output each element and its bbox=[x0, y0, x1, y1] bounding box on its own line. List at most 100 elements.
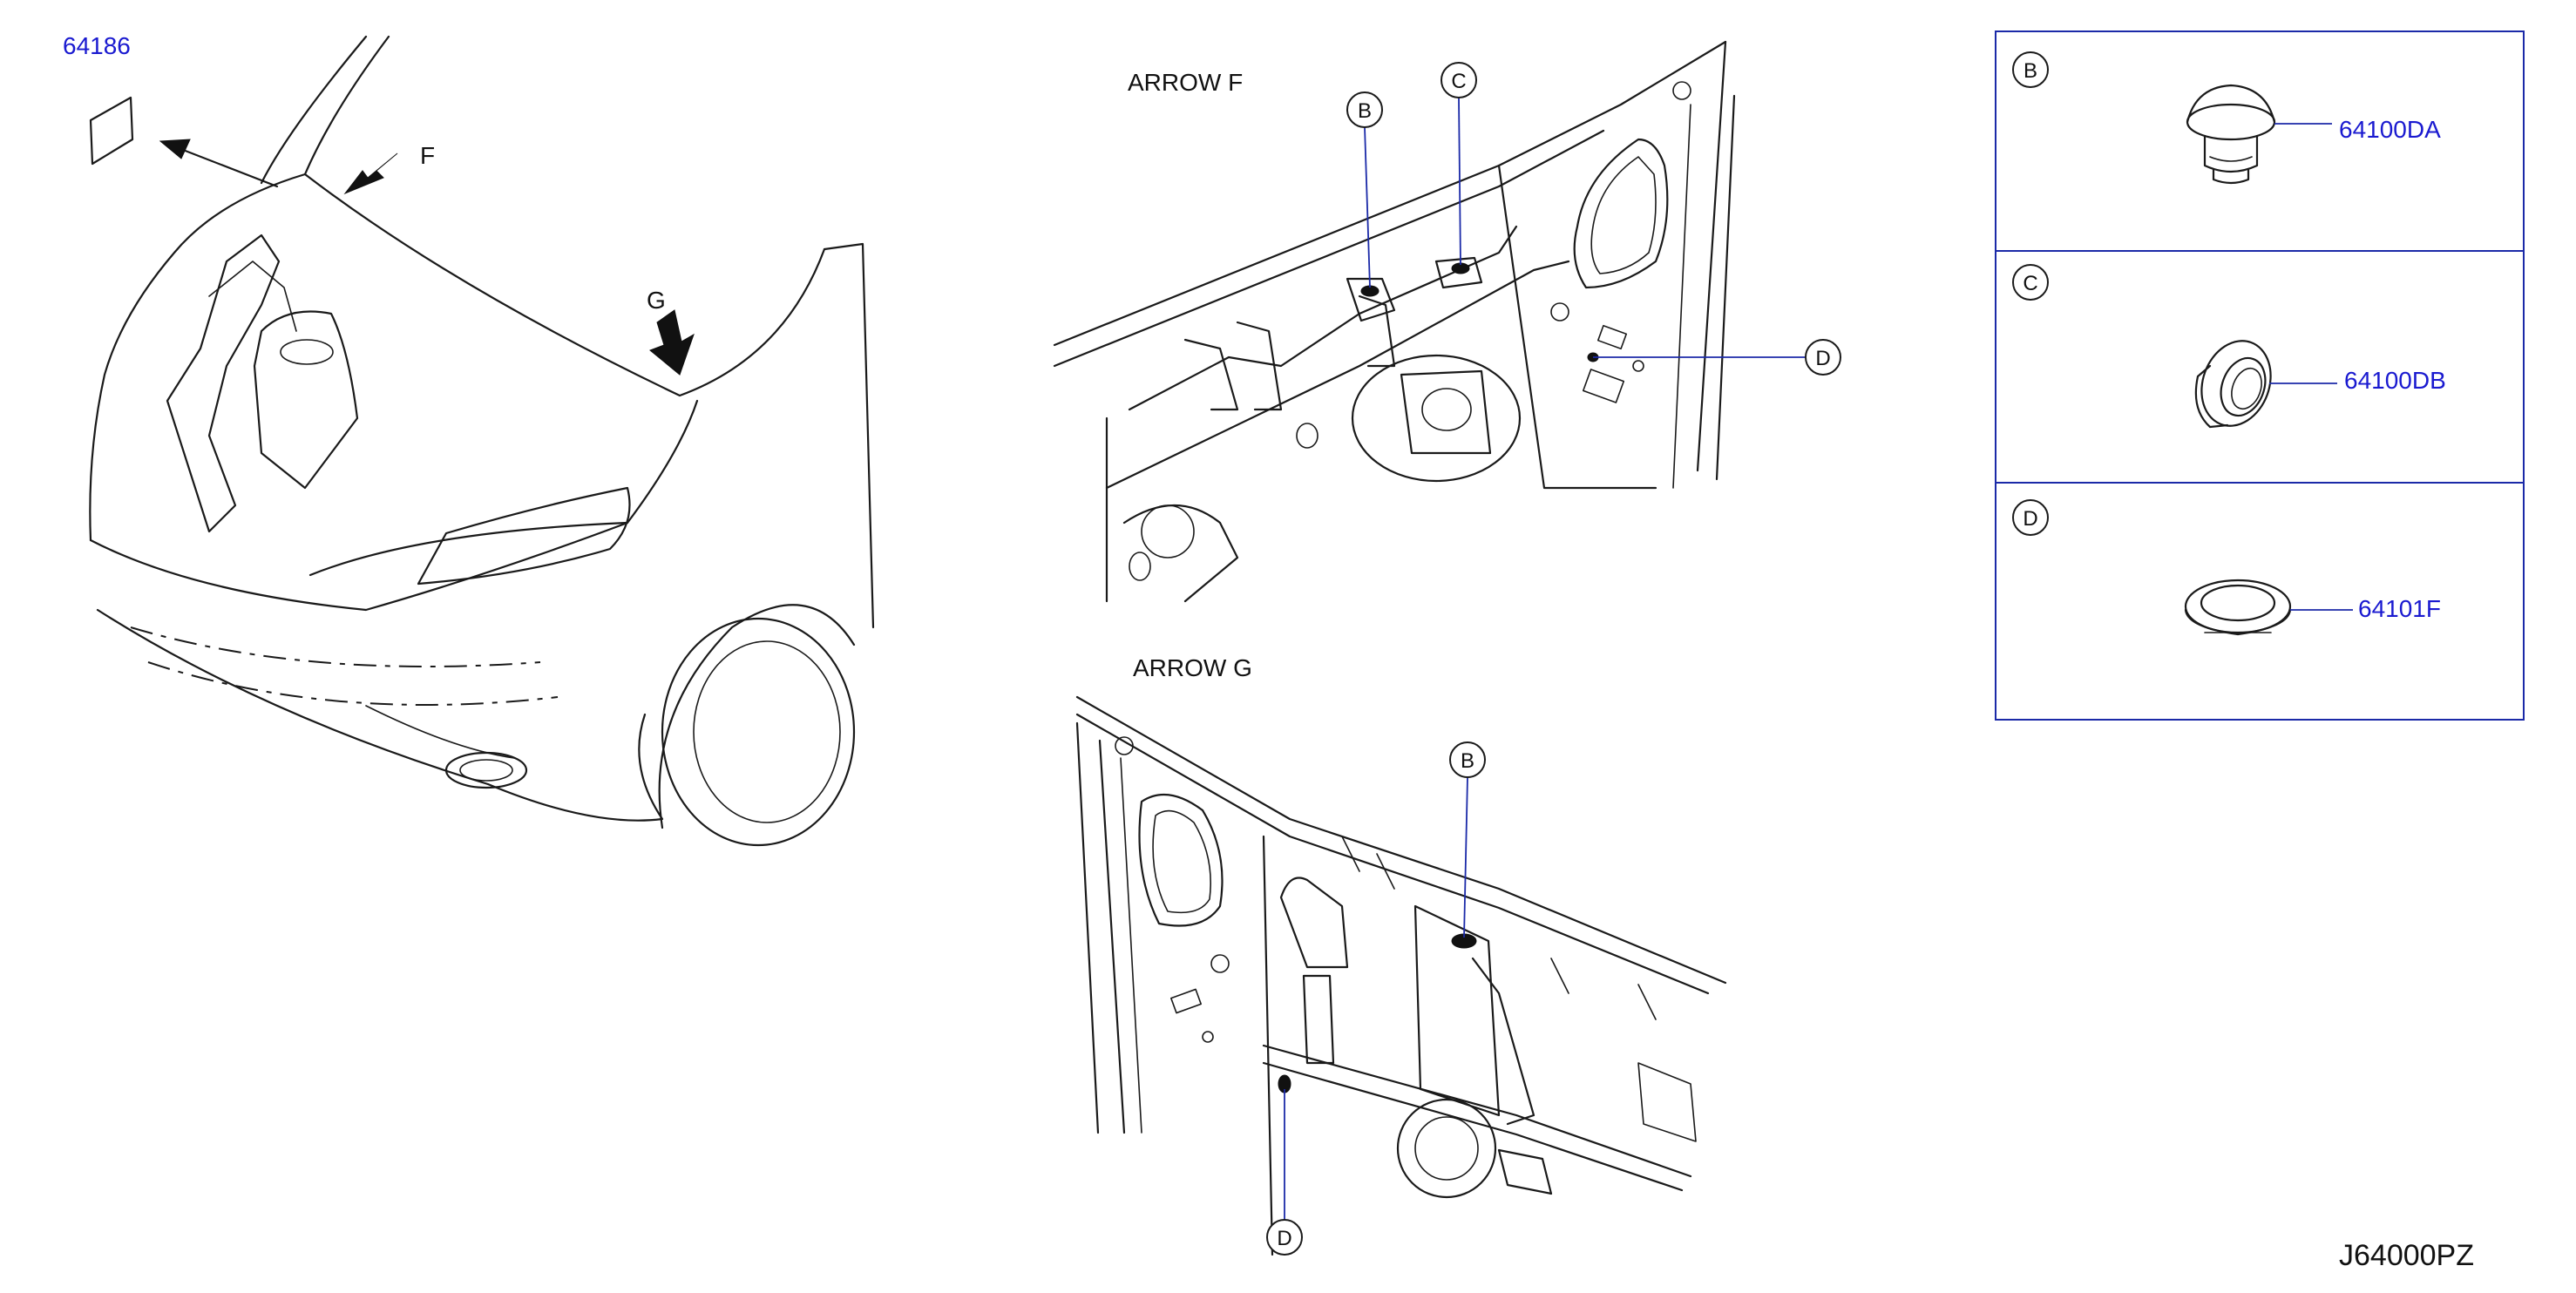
lower-bracket-g bbox=[1497, 1148, 1553, 1195]
view-g-letter: G bbox=[647, 287, 666, 314]
brace-2 bbox=[1236, 321, 1283, 411]
small-hole-f-1 bbox=[1129, 552, 1151, 581]
hood-outline bbox=[303, 35, 826, 397]
vehicle-front-view: 64186 F G bbox=[63, 32, 875, 847]
part-number-64186[interactable]: 64186 bbox=[63, 32, 131, 59]
bumper-lower bbox=[96, 608, 664, 822]
front-wheel bbox=[661, 617, 856, 847]
callout-d-g-label: D bbox=[1277, 1227, 1291, 1250]
label-sticker bbox=[89, 96, 134, 166]
cowl-vertical-g bbox=[1262, 835, 1274, 1256]
cowl-top-edge-g bbox=[1075, 695, 1727, 985]
small-hole-f-4 bbox=[1632, 360, 1644, 372]
hood-latch-bracket bbox=[166, 234, 281, 533]
arrow-g-title: ARROW G bbox=[1133, 654, 1252, 681]
strut-hole-f bbox=[1421, 388, 1472, 431]
callout-d-f[interactable] bbox=[1805, 339, 1841, 376]
diagram-code: J64000PZ bbox=[2339, 1239, 2474, 1272]
headlamp-outline bbox=[417, 486, 631, 586]
fog-lamp-inner bbox=[459, 759, 513, 782]
pillar-outer-g bbox=[1075, 721, 1100, 1134]
side-opening-g-2 bbox=[1152, 809, 1211, 914]
callout-b-g-label: B bbox=[1461, 749, 1474, 773]
strut-hole-g bbox=[1414, 1116, 1479, 1181]
legend-callout-d bbox=[2012, 499, 2049, 536]
legend-callout-b-label: B bbox=[2024, 59, 2037, 83]
callout-d-f-label: D bbox=[1815, 347, 1830, 370]
legend-callout-b bbox=[2012, 51, 2049, 88]
legend-callout-c-label: C bbox=[2023, 272, 2037, 295]
reservoir-cap bbox=[280, 339, 334, 365]
legend-row-b: B 64100DA bbox=[2012, 51, 2441, 185]
brace-1 bbox=[1183, 338, 1239, 411]
legend-part-64100DB[interactable]: 64100DB bbox=[2344, 367, 2446, 394]
hood-front bbox=[89, 173, 307, 542]
small-hole-g-2 bbox=[1202, 1031, 1214, 1043]
pillar-edge-2 bbox=[1715, 94, 1736, 481]
small-hole-g-1 bbox=[1210, 954, 1230, 973]
cowl-top-edge bbox=[1053, 40, 1727, 347]
side-pillar-outer bbox=[1497, 164, 1657, 490]
callout-d-g[interactable] bbox=[1266, 1219, 1303, 1256]
legend-part-64101F[interactable]: 64101F bbox=[2358, 595, 2441, 622]
windshield-a-pillar bbox=[260, 35, 368, 185]
pillar-outer-g-3 bbox=[1120, 757, 1142, 1134]
arrow-g-view: ARROW G B D bbox=[1075, 654, 1727, 1256]
dash-panel-g bbox=[1262, 1044, 1692, 1178]
strut-tower-f bbox=[1351, 354, 1522, 483]
side-pillar-inner bbox=[1573, 138, 1669, 289]
bumper-hidden-lines bbox=[147, 661, 559, 706]
plug-b-boss bbox=[1346, 277, 1396, 322]
legend-callout-d-label: D bbox=[2023, 507, 2037, 531]
arrow-f-title: ARROW F bbox=[1128, 69, 1243, 96]
cowl-top-edge-g-2 bbox=[1075, 713, 1710, 995]
side-opening-g bbox=[1138, 793, 1224, 927]
legend-callout-c bbox=[2012, 264, 2049, 301]
front-wheel-inner bbox=[693, 640, 841, 823]
sticker-arrow-head bbox=[159, 139, 191, 159]
cowl-top-edge-2 bbox=[1053, 129, 1605, 368]
left-member-g bbox=[1279, 877, 1349, 969]
callout-c-f-label: C bbox=[1451, 70, 1466, 93]
leader-b-g bbox=[1463, 776, 1468, 938]
plug-64101F-icon bbox=[2184, 579, 2292, 636]
callout-b-f-label: B bbox=[1358, 99, 1372, 123]
legend-part-64100DA[interactable]: 64100DA bbox=[2339, 116, 2441, 143]
slot-f-1 bbox=[1582, 369, 1625, 403]
side-pillar-inner-2 bbox=[1590, 156, 1657, 274]
strut-tower-g bbox=[1396, 1098, 1497, 1199]
callout-b-f[interactable] bbox=[1346, 91, 1383, 128]
lower-panel-f bbox=[1122, 504, 1239, 603]
support-stay bbox=[208, 261, 297, 332]
callout-c-f[interactable] bbox=[1441, 62, 1477, 98]
wheel-arch bbox=[658, 604, 856, 829]
sticker-arrow-line bbox=[181, 148, 279, 188]
legend-row-c: C 64100DB bbox=[2012, 264, 2446, 429]
pillar-edge bbox=[1696, 40, 1727, 472]
leader-b-f bbox=[1364, 126, 1371, 288]
pillar-outer-g-2 bbox=[1098, 739, 1126, 1134]
slot-g-1 bbox=[1170, 988, 1202, 1014]
brace-g-1 bbox=[1471, 957, 1535, 1126]
plug-64100DA-icon bbox=[2186, 84, 2276, 185]
cowl-member bbox=[1128, 225, 1518, 411]
callout-b-g[interactable] bbox=[1449, 741, 1486, 778]
fog-lamp-frame bbox=[365, 705, 515, 759]
lower-hole-f bbox=[1141, 504, 1195, 558]
dash-panel bbox=[1105, 260, 1570, 490]
plug-c-boss bbox=[1434, 256, 1483, 289]
small-hole-g-3 bbox=[1115, 736, 1134, 755]
strut-mount-f bbox=[1400, 369, 1492, 455]
grille-hidden-lines bbox=[130, 626, 541, 667]
view-arrow-f bbox=[343, 152, 398, 195]
legend-frame bbox=[1995, 30, 2525, 721]
view-f-letter: F bbox=[420, 142, 435, 169]
left-slot-g bbox=[1302, 974, 1335, 1065]
slot-f-2 bbox=[1596, 324, 1628, 350]
small-hole-f-3 bbox=[1550, 302, 1569, 322]
right-panel-g bbox=[1637, 1062, 1697, 1142]
plug-64100DB-icon bbox=[2194, 340, 2272, 429]
bumper-top bbox=[89, 399, 699, 612]
brace-3 bbox=[1358, 294, 1396, 368]
